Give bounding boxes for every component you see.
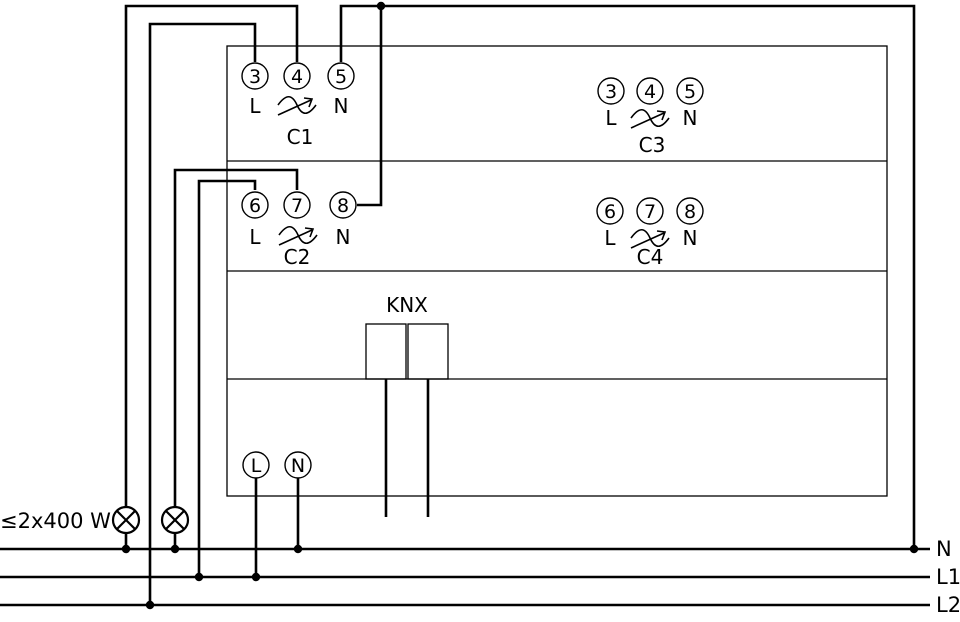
terminal-number: 4	[644, 81, 656, 103]
mains-lines: N L1 L2	[0, 537, 960, 617]
knx-terminal-block	[365, 323, 407, 380]
knx-label: KNX	[386, 293, 428, 317]
terminal-number: 8	[337, 195, 349, 217]
device-housing	[226, 45, 888, 497]
dimmer-icon	[630, 228, 670, 249]
terminal-6	[241, 191, 269, 219]
terminal-number: 7	[644, 201, 656, 223]
channel-label-c2: C2	[284, 245, 311, 269]
phase-label: L	[605, 106, 617, 130]
channel-c2: 6 7 8 L N C2	[241, 191, 357, 269]
wire-c2-load	[173, 168, 299, 507]
terminal-number: 4	[291, 66, 303, 88]
junction-dot	[170, 544, 180, 554]
wire-c2-n	[357, 6, 383, 207]
terminal-5	[327, 62, 355, 90]
junction-dot	[293, 544, 303, 554]
channel-c1: 3 4 5 L N C1	[241, 62, 355, 149]
terminal-label: N	[291, 455, 305, 477]
terminal-number: 6	[249, 195, 261, 217]
neutral-label: N	[683, 226, 698, 250]
junction-dot	[145, 600, 155, 610]
terminal-4	[283, 62, 311, 90]
wiring	[124, 4, 916, 605]
channel-label-c4: C4	[637, 245, 664, 269]
terminal-l	[242, 451, 270, 479]
line-label-n: N	[936, 537, 952, 561]
channel-c4: 6 7 8 L N C4	[596, 197, 704, 269]
terminal-number: 3	[605, 81, 617, 103]
supply-terminals: L N	[242, 451, 312, 479]
phase-label: L	[249, 94, 261, 118]
line-label-l1: L1	[936, 565, 960, 589]
dimmer-icon	[277, 95, 317, 116]
neutral-label: N	[336, 225, 351, 249]
junction-dot	[194, 572, 204, 582]
terminal-number: 8	[684, 201, 696, 223]
dimmer-icon	[278, 225, 318, 246]
junction-dot	[909, 544, 919, 554]
wire-l2-c1-l	[148, 22, 257, 605]
channel-label-c3: C3	[639, 133, 666, 157]
terminal-5	[676, 77, 704, 105]
loads: ≤2x400 W	[0, 505, 190, 535]
neutral-label: N	[683, 106, 698, 130]
lamp-icon	[111, 505, 141, 535]
terminal-8	[329, 191, 357, 219]
wire-c1-load	[124, 4, 299, 507]
lamp-icon	[160, 505, 190, 535]
phase-label: L	[604, 226, 616, 250]
knx-connector: KNX	[365, 293, 449, 380]
junction-dot	[121, 544, 131, 554]
terminal-number: 6	[604, 201, 616, 223]
dimmer-icon	[630, 108, 670, 129]
terminal-6	[596, 197, 624, 225]
terminal-8	[676, 197, 704, 225]
channel-label-c1: C1	[287, 125, 314, 149]
terminal-number: 5	[335, 66, 347, 88]
terminal-4	[636, 77, 664, 105]
junction-dot	[376, 1, 386, 11]
knx-terminal-block	[407, 323, 449, 380]
neutral-label: N	[334, 94, 349, 118]
terminal-number: 7	[291, 195, 303, 217]
terminal-7	[636, 197, 664, 225]
terminal-7	[283, 191, 311, 219]
terminal-3	[241, 62, 269, 90]
terminal-number: 3	[249, 66, 261, 88]
junction-dot	[251, 572, 261, 582]
wire-c1-n	[339, 4, 916, 549]
junctions	[121, 1, 919, 610]
channel-c3: 3 4 5 L N C3	[597, 77, 704, 157]
terminal-n	[284, 451, 312, 479]
terminal-label: L	[251, 455, 262, 477]
terminal-3	[597, 77, 625, 105]
phase-label: L	[249, 225, 261, 249]
terminal-number: 5	[684, 81, 696, 103]
wire-l1-c2-l	[197, 179, 257, 577]
load-rating-label: ≤2x400 W	[0, 509, 111, 533]
line-label-l2: L2	[936, 593, 960, 617]
